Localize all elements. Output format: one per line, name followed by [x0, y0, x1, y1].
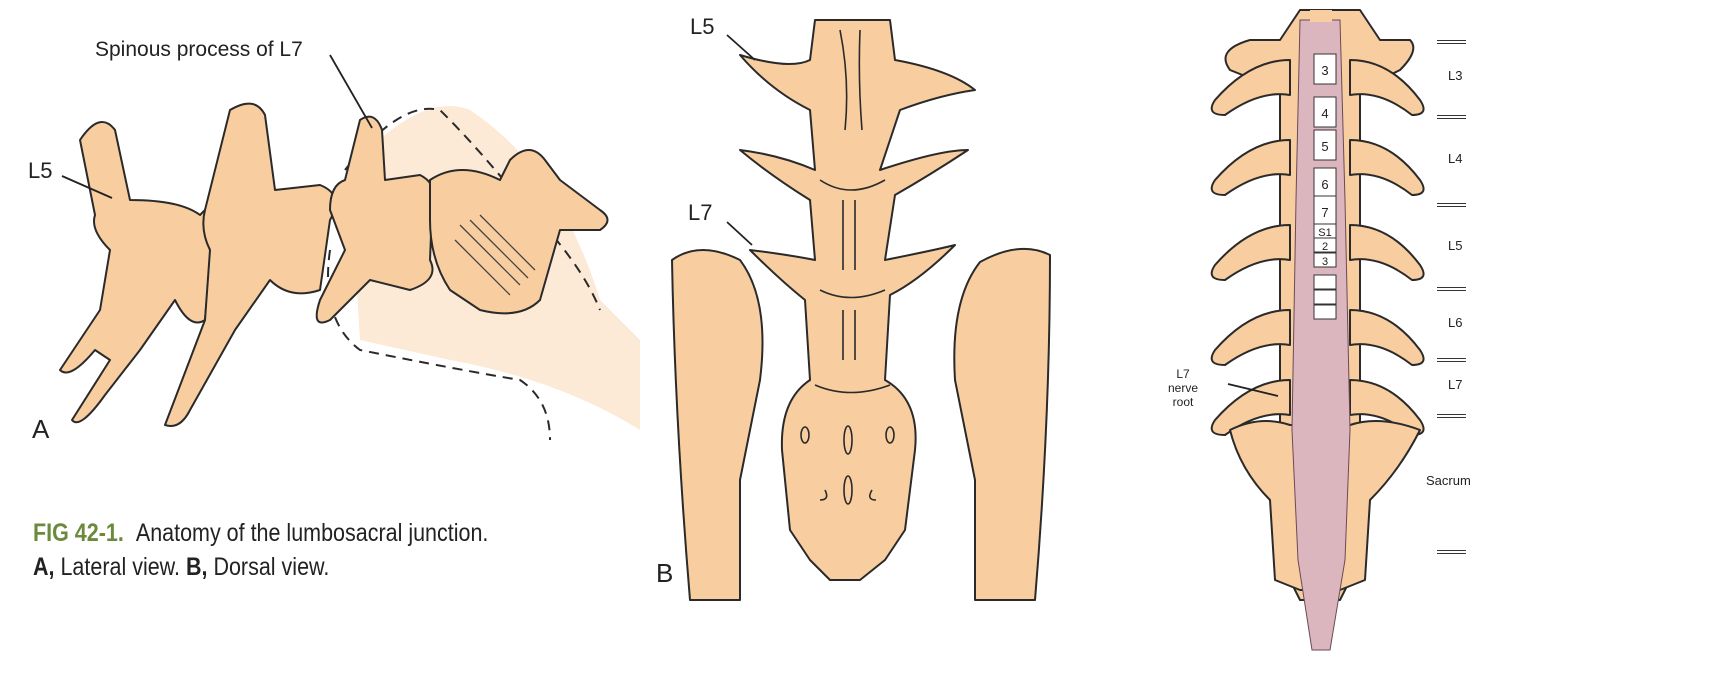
vertebra-label: L5 — [1448, 238, 1462, 253]
caption-a-key: A, — [33, 553, 55, 581]
segment-label: 7 — [1321, 205, 1328, 220]
segment-label: 5 — [1321, 139, 1328, 154]
segment-box — [1313, 237, 1337, 253]
transverse-process-left — [1210, 224, 1291, 281]
l5-leader — [61, 175, 113, 199]
cord-segments: 3 4 5 6 7S1 2 3 — [1313, 53, 1337, 320]
segment-label: 2 — [1322, 241, 1328, 253]
segment-box — [1313, 53, 1337, 85]
segment-box — [1313, 252, 1337, 268]
vertebra-label: L7 — [1448, 377, 1462, 392]
panel-a-lateral-view: Spinous process of L7 L5 A — [28, 38, 640, 444]
transverse-process-right — [1349, 59, 1425, 116]
transverse-process-right — [1349, 224, 1425, 281]
transverse-process-left — [1210, 139, 1291, 196]
transverse-process-right — [1349, 379, 1425, 436]
panel-letter-b: B — [656, 558, 673, 588]
segment-label: S1 — [1318, 227, 1331, 239]
caption-b-key: B, — [185, 553, 208, 581]
segment-box — [1313, 274, 1337, 290]
vertebra-label: L6 — [1448, 315, 1462, 330]
vertebra-label: L4 — [1448, 151, 1462, 166]
caption-title: Anatomy of the lumbosacral junction. — [135, 519, 489, 547]
caption-b-text: Dorsal view. — [213, 553, 330, 581]
segment-box — [1313, 289, 1337, 305]
segment-label: 6 — [1321, 177, 1328, 192]
segment-box — [1313, 129, 1337, 161]
figure-number: FIG 42-1. — [33, 519, 124, 547]
segment-label: 3 — [1322, 256, 1328, 268]
panel-letter-a: A — [32, 414, 50, 444]
nerve-root-label-3: root — [1173, 395, 1194, 409]
vertebra-label: L3 — [1448, 68, 1462, 83]
nerve-root-label-1: L7 — [1176, 367, 1190, 381]
l5-leader-b — [726, 34, 756, 61]
segment-box — [1313, 96, 1337, 128]
l7-leader-b — [726, 221, 753, 246]
transverse-process-left — [1210, 309, 1291, 366]
spinous-process-leader — [329, 54, 373, 129]
nerve-root-label-2: nerve — [1168, 381, 1198, 395]
label-spinous-process: Spinous process of L7 — [95, 38, 303, 61]
segment-label: 4 — [1321, 106, 1328, 121]
panel-b-dorsal-view: L5 L7 B — [656, 14, 1051, 601]
segment-label: 3 — [1321, 63, 1328, 78]
caption-a-text: Lateral view. — [60, 553, 180, 581]
transverse-process-left — [1210, 59, 1291, 116]
nerve-root-leader — [1227, 383, 1279, 397]
label-l7-b: L7 — [688, 200, 712, 225]
label-l5-a: L5 — [28, 158, 52, 183]
transverse-processes — [1210, 59, 1425, 436]
figure-caption: FIG 42-1. Anatomy of the lumbosacral junc… — [33, 516, 488, 584]
label-l5-b: L5 — [690, 14, 714, 39]
segment-box — [1313, 304, 1337, 320]
vertebra-label: Sacrum — [1426, 473, 1471, 488]
transverse-process-right — [1349, 309, 1425, 366]
transverse-process-right — [1349, 139, 1425, 196]
